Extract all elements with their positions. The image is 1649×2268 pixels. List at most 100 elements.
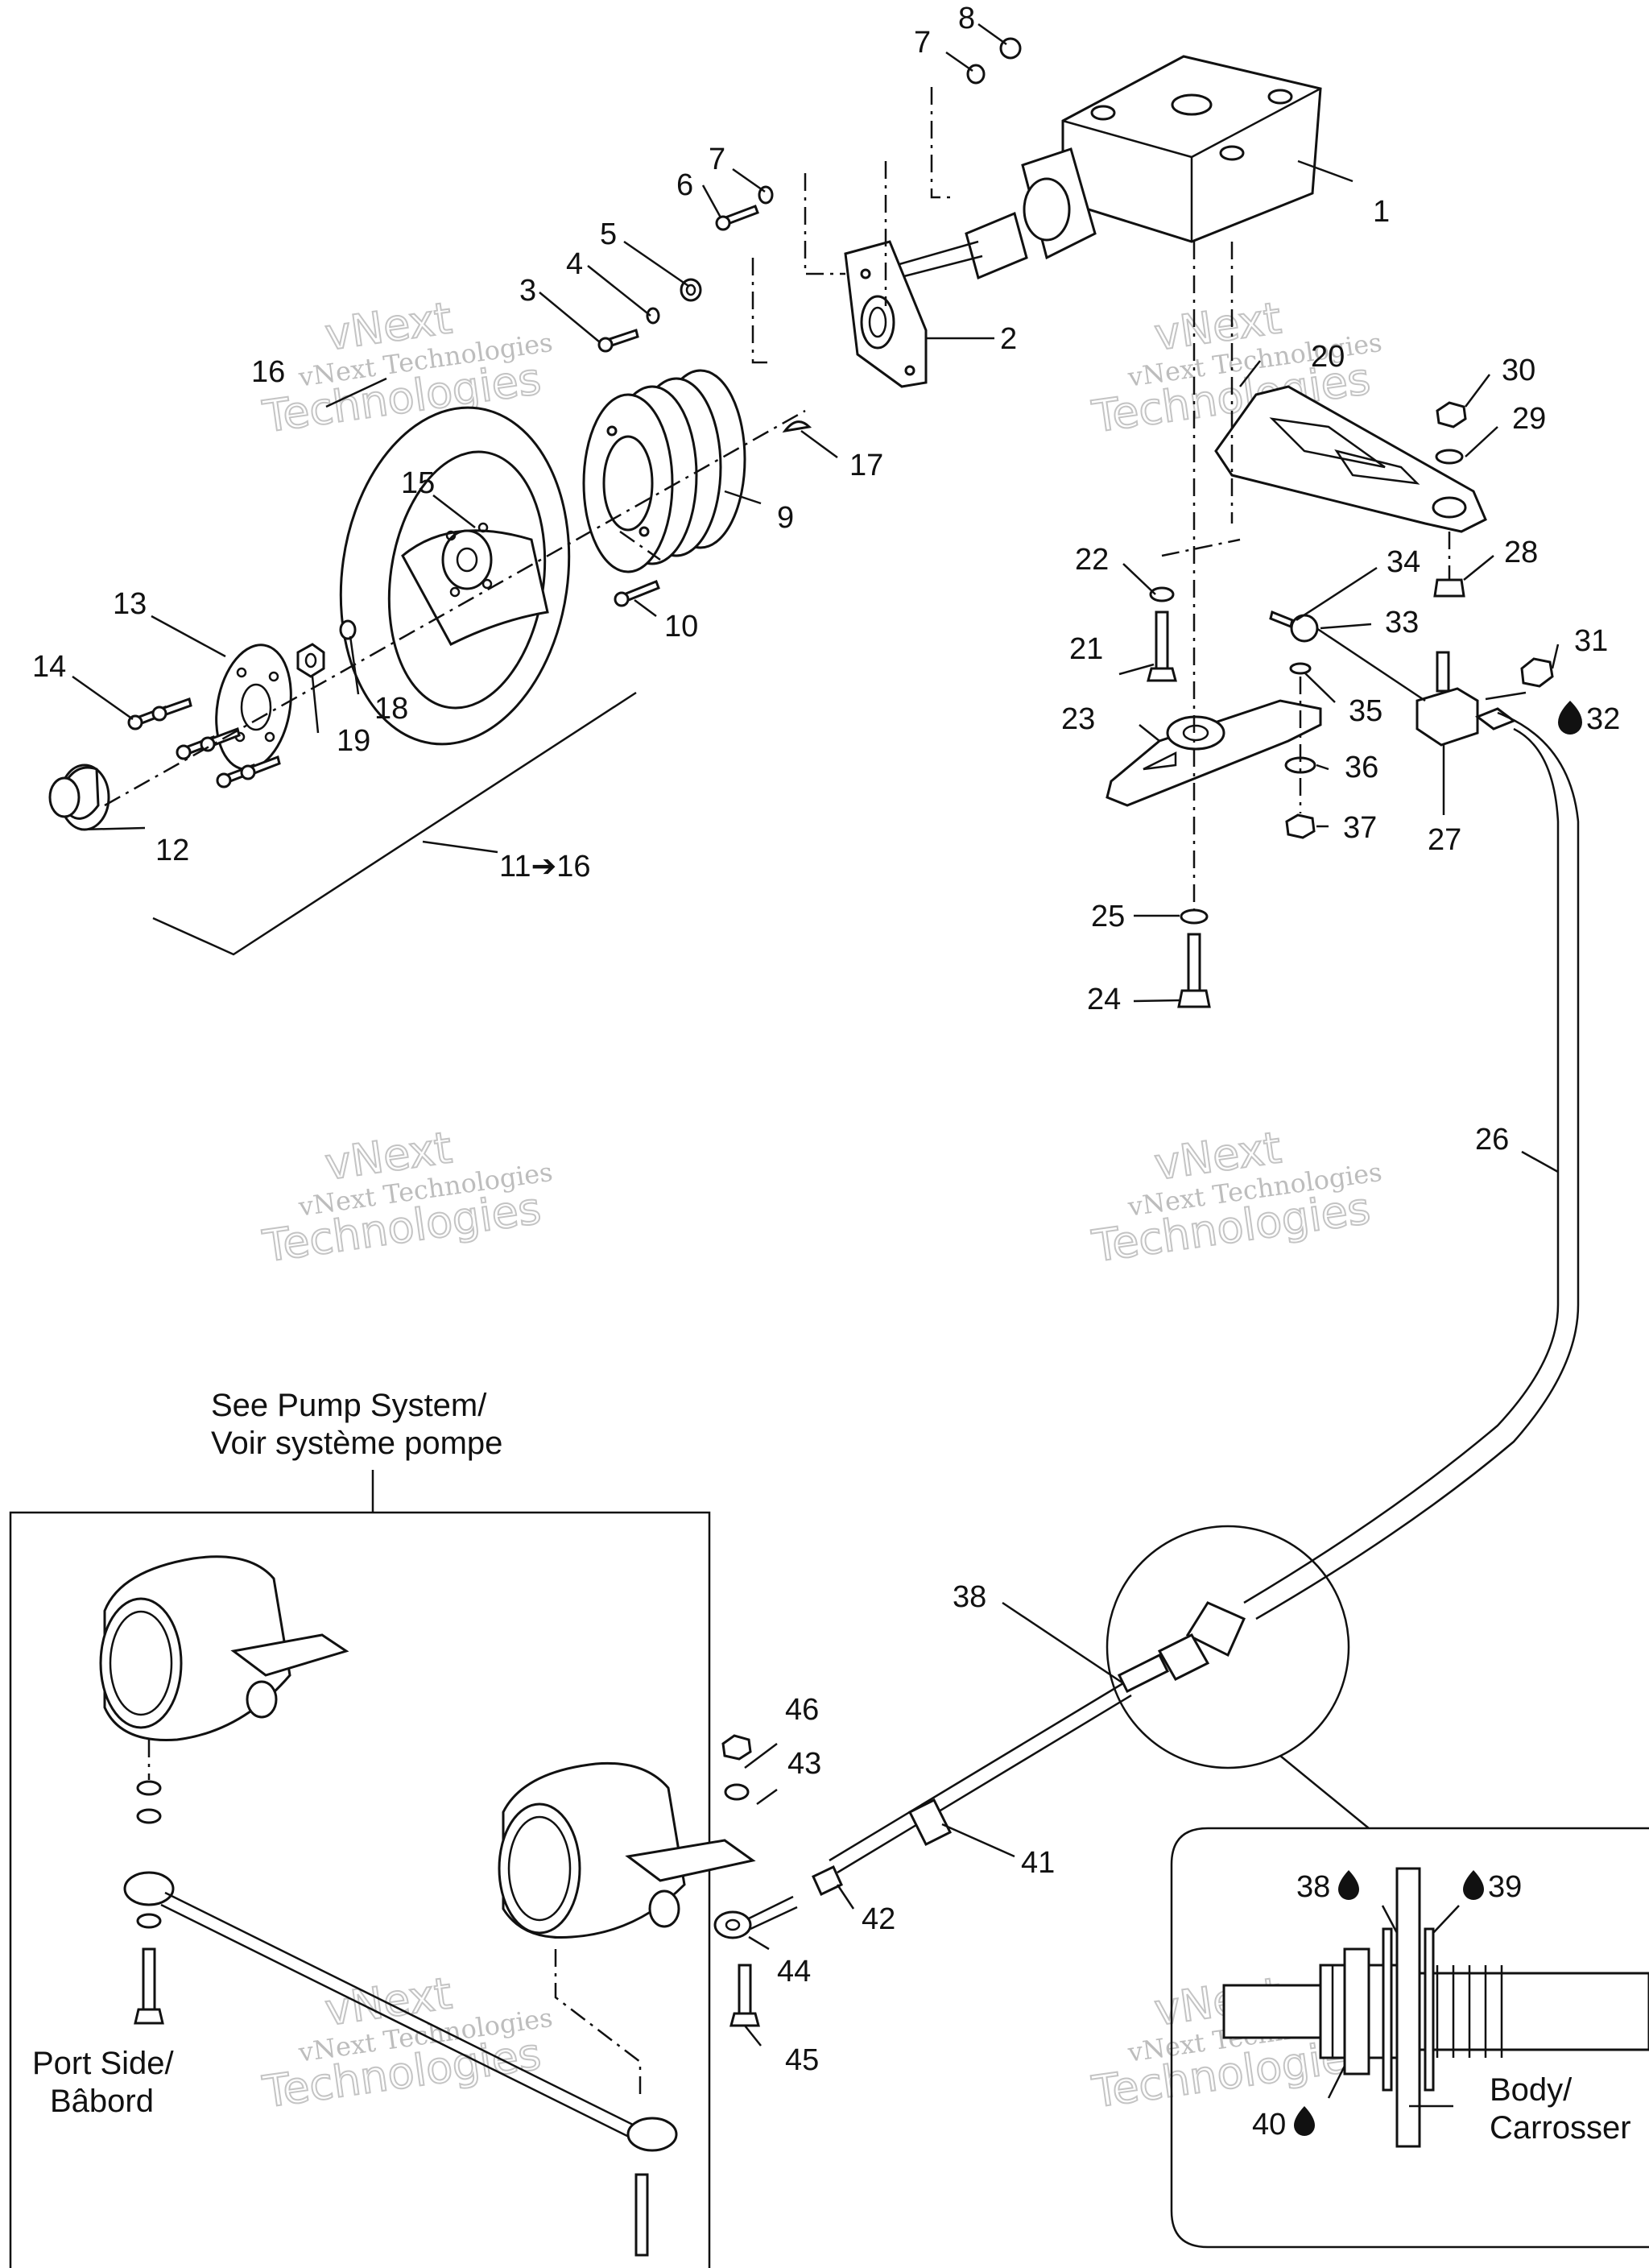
- callout-5: 5: [600, 217, 617, 251]
- part-37-nut: [1285, 813, 1316, 839]
- part-20-upper-bracket: [1214, 385, 1487, 533]
- callout-35: 35: [1349, 694, 1382, 728]
- leader-lines: [72, 23, 1560, 2108]
- callout-20: 20: [1311, 340, 1345, 374]
- part-28-bushing: [1433, 578, 1465, 598]
- callout-36: 36: [1345, 751, 1378, 784]
- callout-32: 32: [1586, 702, 1620, 736]
- part-27-clamp: [1415, 651, 1479, 747]
- callout-39-left-group: 38: [1296, 1870, 1359, 1904]
- watermark: vNext vNext Technologies Technologies: [1088, 292, 1383, 443]
- magnify-connector: [1279, 1755, 1370, 1829]
- body-label-line2: Carrosser: [1490, 2110, 1631, 2146]
- callout-39-left: 38: [1296, 1870, 1330, 1904]
- assembly-bracket-11-16: [152, 691, 637, 956]
- callout-39-right-group: 39: [1463, 1870, 1522, 1904]
- part-22-washer: [1149, 586, 1175, 602]
- callout-28: 28: [1504, 536, 1538, 569]
- part-26-steering-cable: [1243, 707, 1580, 1620]
- part-24-bolt: [1177, 933, 1211, 1008]
- callout-40: 40: [1252, 2108, 1286, 2142]
- part-10-screw-head: [614, 591, 630, 607]
- part-43-washer: [724, 1783, 750, 1801]
- bulkhead-detail-inset: [1170, 1827, 1649, 2249]
- part-12-center-cap: [48, 764, 110, 831]
- callout-10: 10: [664, 610, 698, 644]
- part-13-adapter-plate: [215, 644, 292, 771]
- callout-30: 30: [1502, 354, 1535, 387]
- callout-22: 22: [1075, 543, 1109, 577]
- callout-29: 29: [1512, 402, 1546, 436]
- part-29-washer: [1435, 449, 1464, 465]
- callout-21: 21: [1069, 632, 1103, 666]
- port-side-label-line2: Bâbord: [50, 2084, 154, 2119]
- part-38-cable-end: [829, 1525, 1350, 1874]
- part-33-ball-joint: [1269, 610, 1426, 702]
- callout-1: 1: [1373, 195, 1390, 229]
- watermark: vNext vNext Technologies Technologies: [258, 1121, 554, 1273]
- callout-26: 26: [1475, 1123, 1509, 1157]
- part-45-bolt: [729, 1964, 760, 2027]
- see-pump-note-line2: Voir système pompe: [211, 1426, 502, 1461]
- part-41-sleeve: [907, 1798, 953, 1847]
- watermark: vNext vNext Technologies Technologies: [258, 1967, 554, 2118]
- bracket-guide-line: [1161, 538, 1241, 557]
- callout-41: 41: [1021, 1846, 1055, 1880]
- callout-44: 44: [777, 1955, 811, 1989]
- callout-11-16: 11➔16: [499, 850, 591, 884]
- part-19-nut: [296, 643, 325, 678]
- callout-37: 37: [1343, 811, 1377, 845]
- part-35-washer: [1289, 662, 1312, 675]
- callout-6: 6: [676, 168, 693, 202]
- callout-38: 38: [953, 1580, 986, 1614]
- callout-9: 9: [777, 501, 794, 535]
- callout-31: 31: [1574, 624, 1608, 658]
- callout-7-upper: 7: [914, 26, 931, 60]
- part-25-washer: [1180, 908, 1209, 925]
- callout-3: 3: [519, 274, 536, 308]
- callout-24: 24: [1087, 983, 1121, 1016]
- see-pump-note-line1: See Pump System/: [211, 1388, 487, 1423]
- callout-15: 15: [401, 466, 435, 500]
- part-23-lower-bracket: [1106, 699, 1322, 807]
- oil-drop-icon: [1558, 701, 1582, 735]
- callout-17: 17: [849, 449, 883, 482]
- part-16-steering-wheel: [339, 406, 571, 746]
- port-side-label-line1: Port Side/: [32, 2046, 175, 2081]
- callout-16: 16: [251, 355, 285, 389]
- callout-33: 33: [1385, 606, 1419, 639]
- callout-40-group: 40: [1252, 2106, 1315, 2142]
- part-44-ball-joint: [713, 1895, 798, 1939]
- notes: See Pump System/ Voir système pompe Port…: [32, 1388, 1631, 2146]
- part-18-washer: [339, 619, 357, 640]
- part-17-key: [782, 420, 812, 433]
- pump-system-inset: [9, 1470, 756, 2268]
- part-21-bolt: [1147, 610, 1177, 682]
- oil-drop-icon: [1463, 1870, 1484, 1900]
- callout-43: 43: [787, 1747, 821, 1781]
- callout-46: 46: [785, 1693, 819, 1727]
- callout-19: 19: [337, 724, 370, 758]
- callout-14: 14: [32, 650, 66, 684]
- callout-25: 25: [1091, 900, 1125, 933]
- callout-42: 42: [862, 1902, 895, 1936]
- part-30-nut: [1436, 401, 1467, 428]
- part-42-fitting: [812, 1864, 843, 1897]
- callout-4: 4: [566, 247, 583, 281]
- oil-drop-icon: [1294, 2106, 1315, 2136]
- part-9-hub: [582, 369, 746, 573]
- fasteners-3-to-8: [597, 37, 1022, 364]
- watermark: vNext vNext Technologies Technologies: [258, 292, 554, 443]
- callout-27: 27: [1428, 823, 1461, 857]
- watermark: vNext vNext Technologies Technologies: [1088, 1121, 1383, 1273]
- callout-45: 45: [785, 2043, 819, 2077]
- callout-12: 12: [155, 834, 189, 867]
- callout-8: 8: [958, 2, 975, 35]
- part-10-guide-line: [619, 530, 661, 561]
- callout-34: 34: [1387, 545, 1420, 579]
- callout-32-group: 32: [1558, 701, 1620, 736]
- part-46-nut: [721, 1734, 752, 1761]
- oil-drop-icon: [1338, 1870, 1359, 1900]
- callout-2: 2: [1000, 322, 1017, 356]
- callout-13: 13: [113, 587, 147, 621]
